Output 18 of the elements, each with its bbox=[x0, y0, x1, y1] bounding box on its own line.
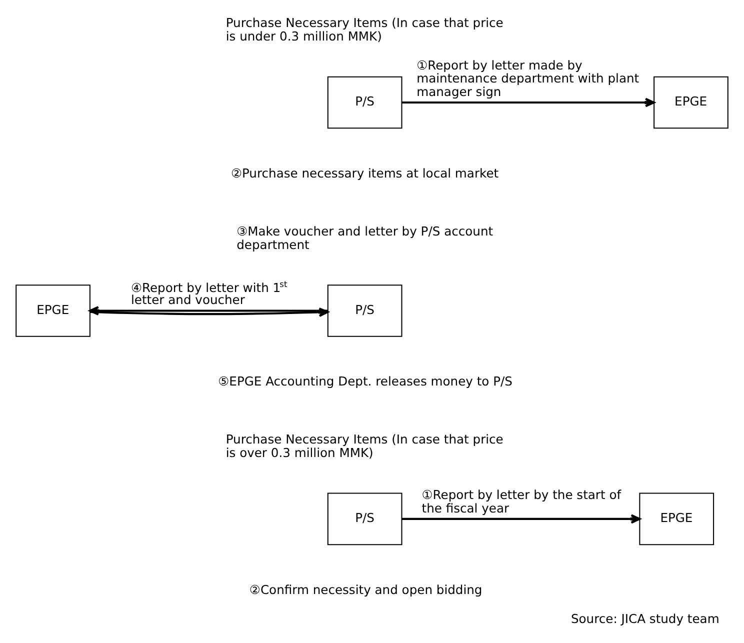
node-box: P/S bbox=[327, 492, 402, 546]
label: ③Make voucher and letter by P/S account department bbox=[236, 224, 494, 252]
arrow bbox=[402, 514, 641, 524]
node-box: EPGE bbox=[654, 76, 728, 129]
node-box: EPGE bbox=[639, 492, 714, 546]
edge-label: ①Report by letter by the start of the fiscal year bbox=[422, 488, 622, 516]
node-box: P/S bbox=[327, 284, 402, 337]
arrow bbox=[402, 98, 655, 108]
node-box: P/S bbox=[327, 76, 402, 129]
node-box: EPGE bbox=[16, 284, 90, 337]
label: ②Confirm necessity and open bidding bbox=[249, 582, 482, 597]
label: ⑤EPGE Accounting Dept. releases money to P/S bbox=[218, 374, 512, 389]
label: ②Purchase necessary items at local market bbox=[230, 166, 499, 180]
label: Purchase Necessary Items (In case that price is under 0.3 million MMK) bbox=[226, 16, 504, 44]
edge-label: ①Report by letter made by maintenance department with plant manager sign bbox=[416, 58, 640, 99]
label: Purchase Necessary Items (In case that price is over 0.3 million MMK) bbox=[226, 432, 504, 460]
caption: Source: JICA study team bbox=[570, 612, 720, 626]
edge-label: ④Report by letter with 1$^{st}$ letter and voucher bbox=[130, 278, 288, 308]
